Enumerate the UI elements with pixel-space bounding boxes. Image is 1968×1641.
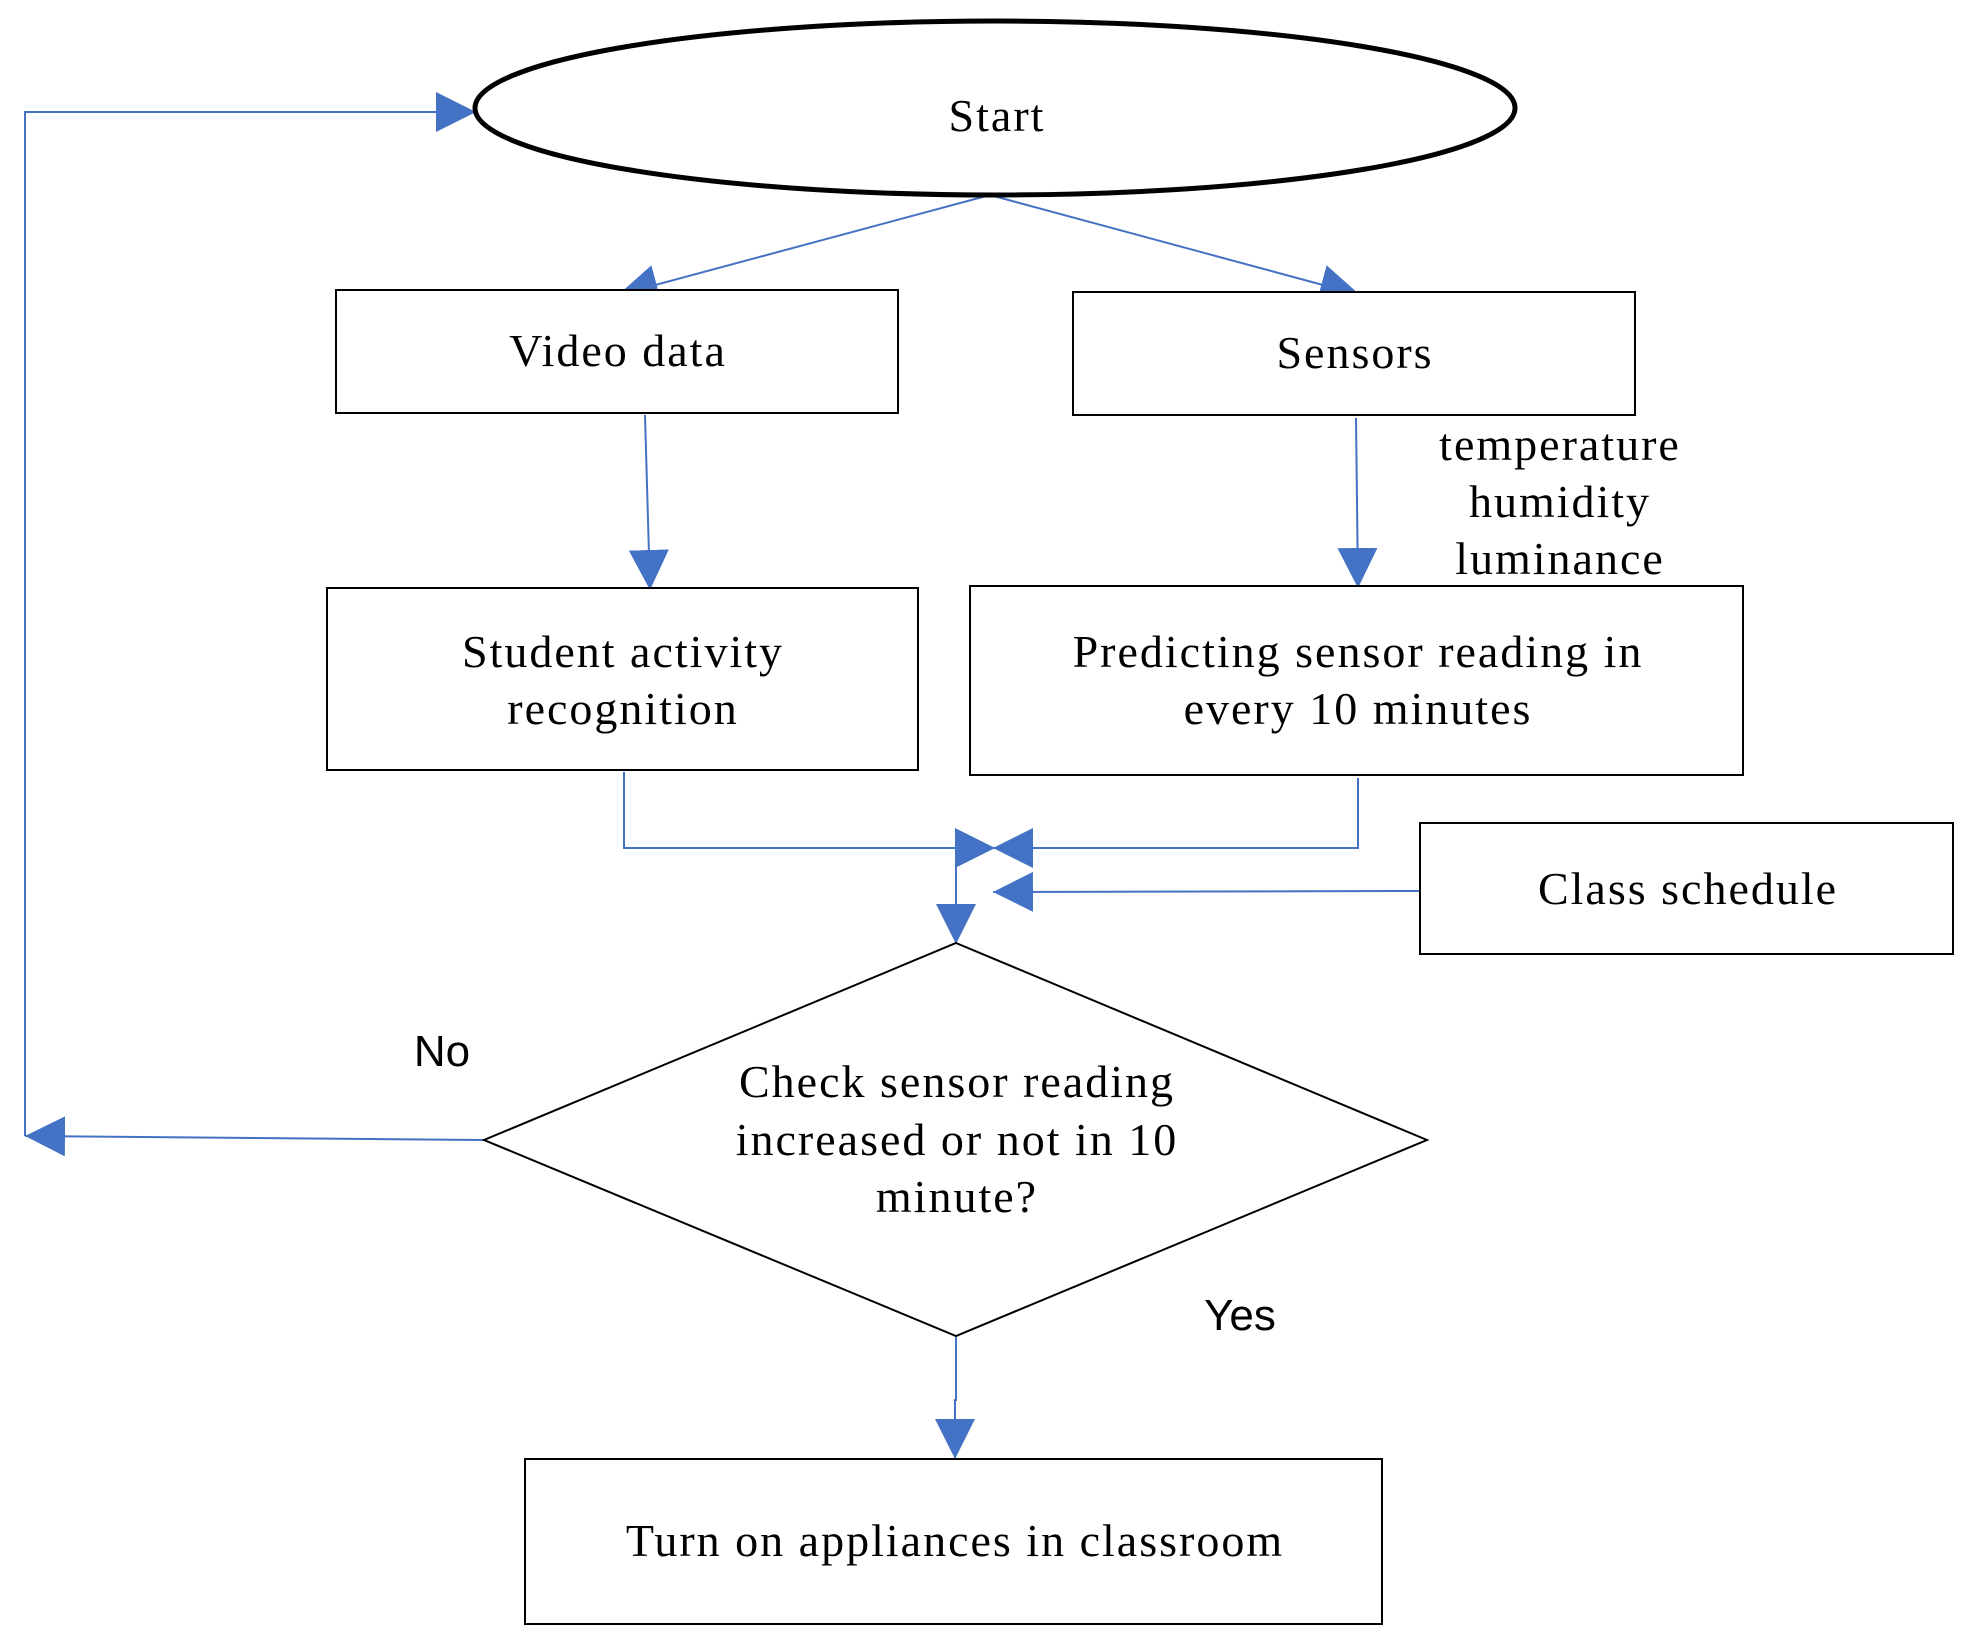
connector-loop-to-start: [24, 92, 476, 1136]
student-activity-label-line1: Student activity: [462, 626, 784, 677]
start-node: Start: [472, 18, 1518, 198]
connector-predict-to-merge: [993, 778, 1359, 868]
connector-decision-to-action: [935, 1337, 975, 1459]
decision-node: Check sensor reading increased or not in…: [481, 941, 1430, 1338]
connector-activity-to-merge: [623, 772, 995, 868]
connector-decision-no: [24, 1116, 485, 1157]
class-schedule-node: Class schedule: [1419, 822, 1954, 955]
action-label: Turn on appliances in classroom: [626, 1515, 1284, 1566]
decision-label-line3: minute?: [876, 1171, 1038, 1222]
connector-sensors-to-predict: [1337, 417, 1378, 589]
student-activity-label-line2: recognition: [507, 683, 739, 734]
connector-start-to-sensors: [989, 194, 1361, 304]
predicting-label-line2: every 10 minutes: [1184, 683, 1533, 734]
video-data-node: Video data: [335, 289, 899, 414]
class-schedule-label: Class schedule: [1538, 863, 1838, 914]
sensors-label: Sensors: [1276, 327, 1433, 378]
decision-label-line2: increased or not in 10: [736, 1114, 1179, 1165]
sensor-types-list: temperature humidity luminance: [1439, 419, 1681, 584]
connectors: [24, 92, 1421, 1459]
start-label: Start: [949, 90, 1046, 141]
sensor-type-luminance: luminance: [1455, 533, 1665, 584]
connector-video-to-activity: [628, 414, 669, 591]
connector-schedule-to-merge: [992, 871, 1421, 912]
student-activity-node: Student activity recognition: [326, 587, 919, 771]
predicting-label-line1: Predicting sensor reading in: [1073, 626, 1644, 677]
edge-label-yes: Yes: [1204, 1291, 1276, 1340]
sensor-type-humidity: humidity: [1469, 476, 1651, 527]
predicting-node: Predicting sensor reading in every 10 mi…: [969, 585, 1744, 776]
decision-label-line1: Check sensor reading: [739, 1056, 1175, 1107]
sensors-node: Sensors: [1072, 291, 1636, 416]
action-node: Turn on appliances in classroom: [524, 1458, 1383, 1625]
edge-label-no: No: [414, 1027, 470, 1076]
video-data-label: Video data: [509, 325, 727, 376]
sensor-type-temperature: temperature: [1439, 419, 1681, 470]
connector-start-to-video: [617, 194, 991, 304]
